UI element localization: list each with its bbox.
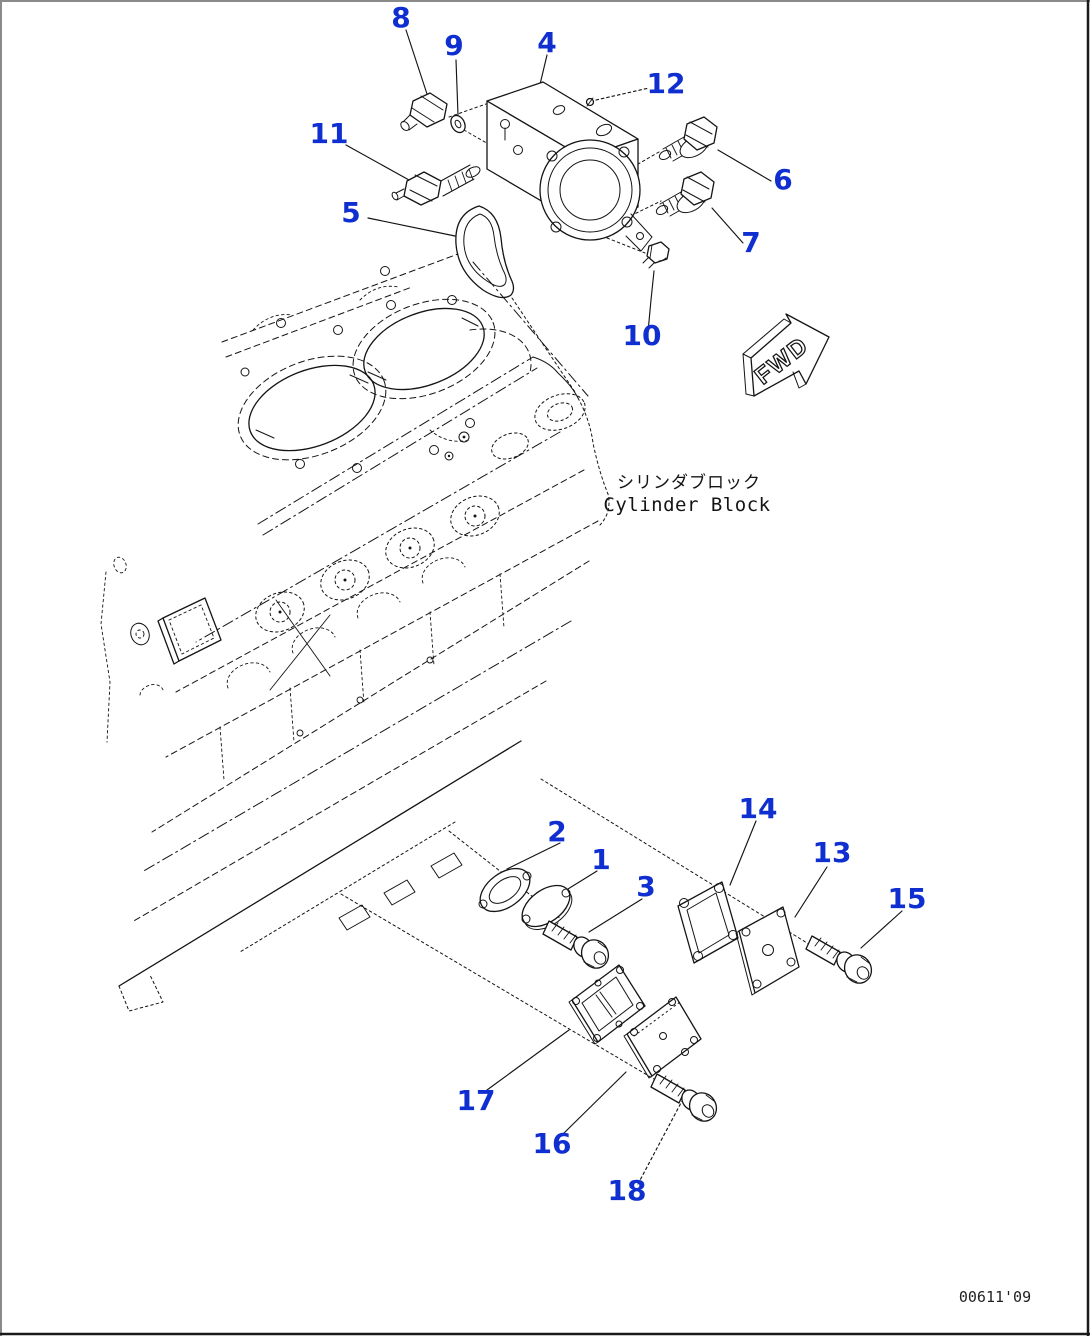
leader-line-13	[794, 866, 828, 918]
leader-line-6	[717, 149, 772, 182]
callout-15[interactable]: 15	[888, 882, 927, 915]
callout-12[interactable]: 12	[647, 67, 686, 100]
part-11-plug	[391, 164, 481, 206]
leader-line-17	[486, 1029, 570, 1091]
part-13-cover-plate	[735, 906, 800, 996]
callout-7[interactable]: 7	[741, 226, 760, 259]
leader-line-14	[729, 820, 757, 886]
leader-line-8	[405, 29, 428, 95]
callout-2[interactable]: 2	[547, 815, 566, 848]
callout-4[interactable]: 4	[537, 26, 556, 59]
block-label-jp: シリンダブロック	[617, 472, 761, 493]
part-8-plug	[400, 92, 448, 131]
part-2-gasket	[478, 867, 532, 913]
leader-line-10	[647, 270, 655, 333]
part-10-bolt	[642, 241, 670, 269]
callout-3[interactable]: 3	[636, 870, 655, 903]
fwd-arrow: FWD	[742, 313, 830, 397]
part-6-bolt	[658, 116, 718, 162]
drawing-code: 00611'09	[959, 1288, 1031, 1306]
part-7-bolt	[654, 171, 715, 218]
part-5-gasket	[455, 205, 515, 299]
callout-6[interactable]: 6	[773, 163, 792, 196]
leader-line-9	[455, 59, 459, 116]
callout-11[interactable]: 11	[310, 117, 349, 150]
callout-numbers: 8 9 4 12 11 6 5 7 10 14 21 13 3 15 17 16 18	[310, 1, 927, 1207]
leader-line-15	[860, 910, 903, 949]
part-9-washer	[450, 114, 466, 134]
leader-line-18	[637, 1100, 683, 1185]
callout-13[interactable]: 13	[813, 836, 852, 869]
part-4-cover-housing	[486, 81, 653, 252]
part-3-bolt	[542, 920, 610, 969]
part-14-gasket	[677, 881, 739, 964]
part-18-bolt	[650, 1073, 723, 1127]
callout-10[interactable]: 10	[623, 319, 662, 352]
part-1-cover-plate	[521, 884, 573, 930]
leader-line-12	[595, 87, 650, 101]
callout-9[interactable]: 9	[444, 29, 463, 62]
callout-18[interactable]: 18	[608, 1174, 647, 1207]
block-label-en: Cylinder Block	[603, 494, 770, 516]
cylinder-block-drawing	[100, 253, 610, 1012]
part-12-pin	[585, 97, 595, 107]
leader-line-2	[506, 842, 561, 870]
part-16-cover-plate	[623, 996, 702, 1079]
callout-14[interactable]: 14	[739, 792, 778, 825]
callout-5[interactable]: 5	[341, 196, 360, 229]
leader-line-7	[711, 207, 744, 244]
leader-line-11	[345, 144, 410, 181]
part-17-gasket	[568, 964, 646, 1045]
callout-8[interactable]: 8	[391, 1, 410, 34]
leader-line-16	[562, 1071, 627, 1135]
leader-line-5	[367, 217, 456, 237]
callout-16[interactable]: 16	[533, 1127, 572, 1160]
callout-17[interactable]: 17	[457, 1084, 496, 1117]
leader-line-3	[588, 898, 643, 933]
callout-1[interactable]: 1	[591, 843, 610, 876]
